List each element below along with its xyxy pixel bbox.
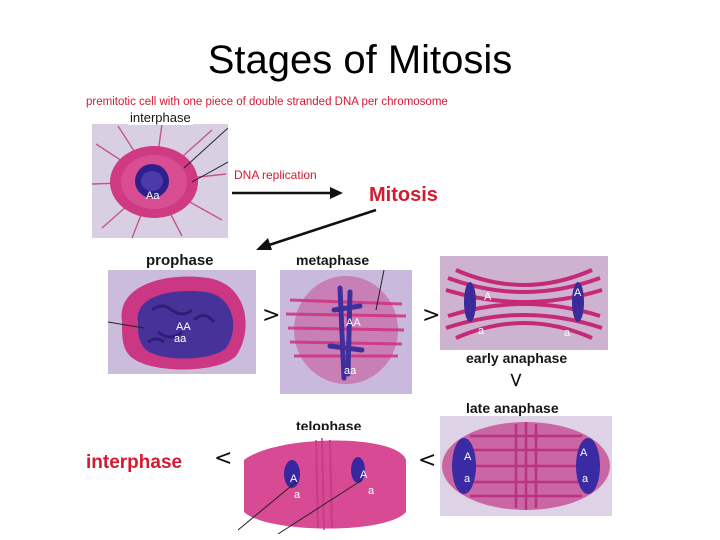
dna-replication-arrow	[232, 187, 343, 199]
late-anaphase-to-telophase-chevron: <	[418, 448, 437, 473]
late-anaphase-a-right: a	[582, 473, 589, 485]
prophase-to-metaphase-chevron: >	[262, 303, 281, 328]
prophase-label: prophase	[146, 252, 214, 269]
late-anaphase-cell-image: A A a a	[440, 416, 612, 516]
metaphase-annotation-upper: AA	[346, 317, 361, 329]
premitotic-caption: premitotic cell with one piece of double…	[86, 96, 448, 108]
dna-replication-label: DNA replication	[234, 168, 317, 182]
telophase-a-right: a	[368, 485, 375, 497]
telophase-to-interphase-chevron: <	[214, 446, 233, 471]
late-anaphase-a-left: a	[464, 473, 471, 485]
prophase-annotation-upper: AA	[176, 321, 191, 333]
interphase-cell-annotation: Aa	[146, 190, 160, 202]
late-anaphase-A-right: A	[580, 447, 588, 459]
late-anaphase-label: late anaphase	[466, 400, 559, 416]
interphase-top-label: interphase	[128, 110, 193, 125]
early-anaphase-A-left: A	[484, 291, 492, 303]
metaphase-to-anaphase-chevron: >	[422, 303, 441, 328]
telophase-A-right: A	[360, 469, 368, 481]
mitosis-label: Mitosis	[369, 184, 438, 206]
metaphase-annotation-lower: aa	[344, 365, 357, 377]
metaphase-label: metaphase	[296, 252, 370, 268]
prophase-cell-image: AA aa	[108, 270, 256, 374]
early-anaphase-label: early anaphase	[466, 350, 568, 366]
interphase-bottom-label: interphase	[86, 452, 183, 473]
telophase-cell-image: A A a a	[238, 430, 412, 534]
anaphase-down-chevron: >	[504, 371, 529, 389]
mitosis-to-prophase-arrow	[256, 208, 377, 250]
interphase-cell-image: Aa	[92, 124, 228, 238]
page-title: Stages of Mitosis	[207, 38, 513, 82]
early-anaphase-A-right: A	[574, 287, 582, 299]
telophase-a-left: a	[294, 489, 301, 501]
prophase-annotation-lower: aa	[174, 333, 187, 345]
early-anaphase-a-right: a	[564, 327, 571, 339]
late-anaphase-A-left: A	[464, 451, 472, 463]
early-anaphase-cell-image: A A a a	[440, 256, 608, 350]
early-anaphase-a-left: a	[478, 325, 485, 337]
telophase-A-left: A	[290, 473, 298, 485]
metaphase-cell-image: AA aa	[280, 270, 412, 394]
